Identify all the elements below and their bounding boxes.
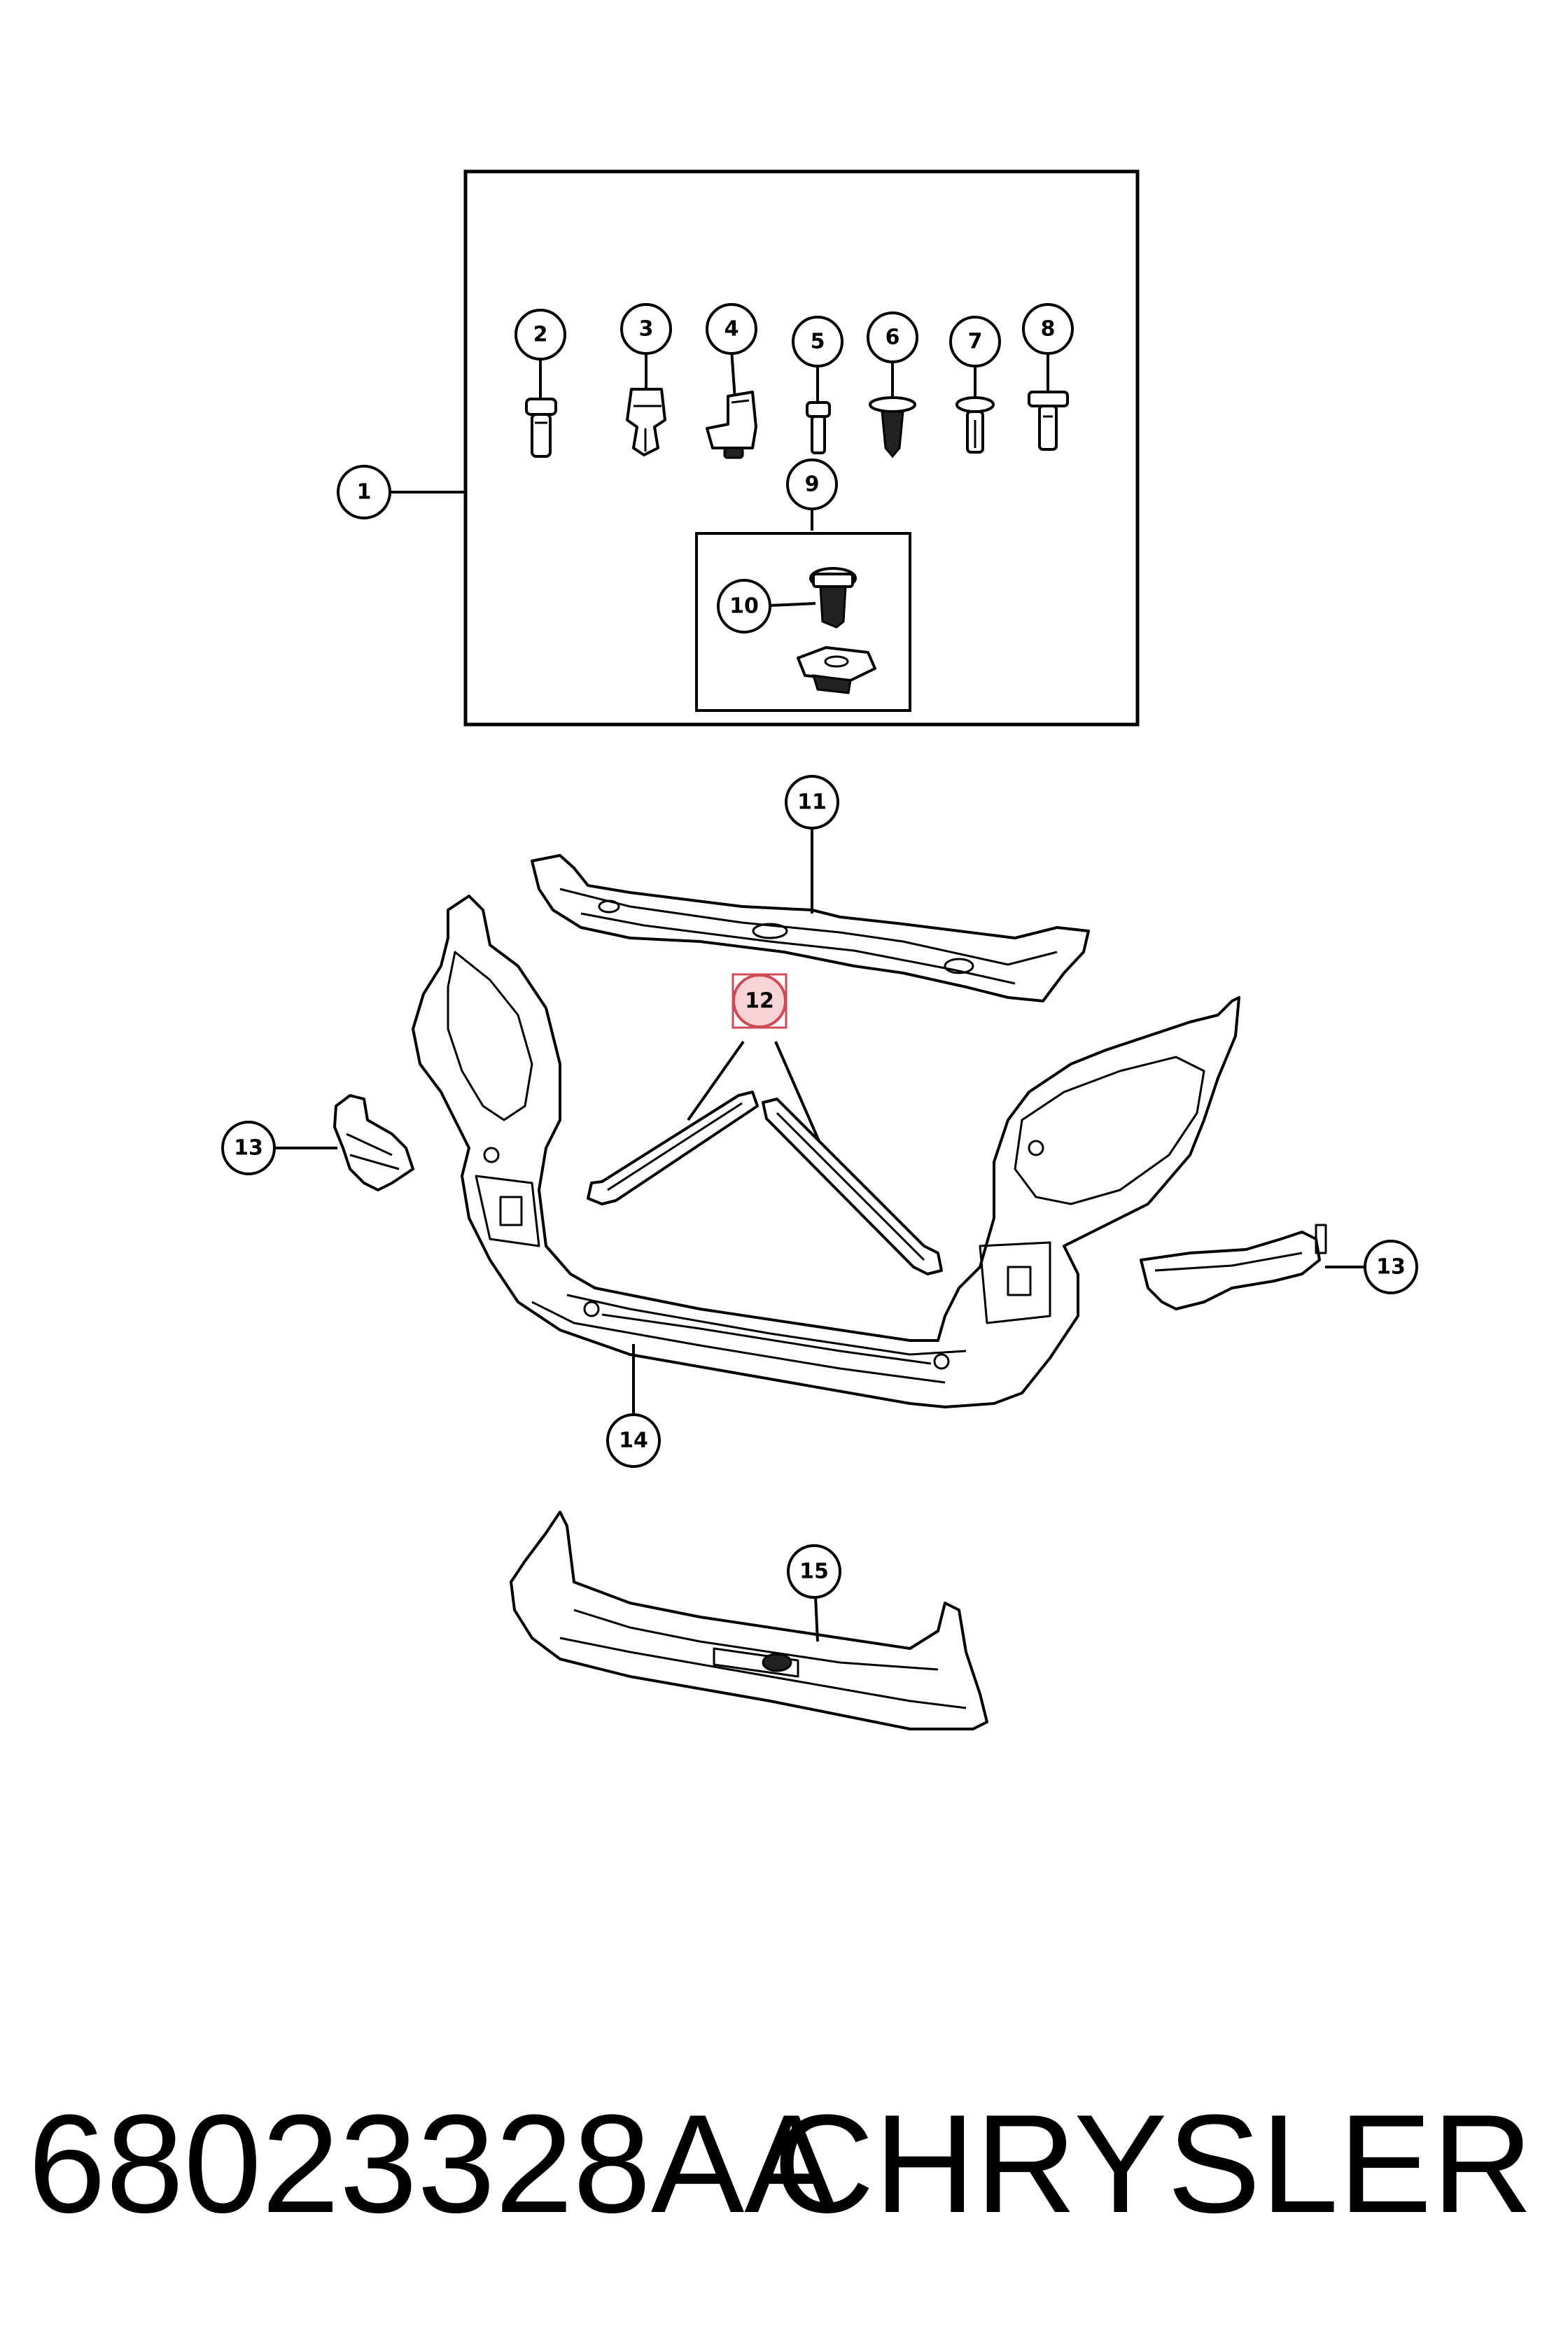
callout-13-right[interactable]: 13 xyxy=(1364,1240,1418,1294)
hardware-kit-box xyxy=(463,169,1140,727)
callout-5[interactable]: 5 xyxy=(792,316,844,368)
callout-14-label: 14 xyxy=(619,1429,648,1453)
callout-7[interactable]: 7 xyxy=(949,316,1001,368)
callout-6[interactable]: 6 xyxy=(867,312,918,363)
callout-8-label: 8 xyxy=(1041,317,1056,342)
cage-nut xyxy=(797,646,876,694)
retainer-clip-3 xyxy=(626,388,666,456)
callout-12-label: 12 xyxy=(745,989,774,1014)
callout-11-label: 11 xyxy=(797,790,827,815)
lower-crossmember-15 xyxy=(510,1511,988,1730)
callout-15[interactable]: 15 xyxy=(787,1544,841,1599)
push-pin-fastener-2 xyxy=(525,398,557,458)
callout-13-right-label: 13 xyxy=(1376,1255,1406,1280)
callout-4[interactable]: 4 xyxy=(706,303,757,355)
bracket-right-13 xyxy=(1140,1224,1327,1310)
callout-8[interactable]: 8 xyxy=(1022,303,1074,355)
callout-12[interactable]: 12 xyxy=(732,973,788,1029)
clip-nut-4 xyxy=(706,391,757,459)
callout-7-label: 7 xyxy=(968,330,983,354)
callout-2-label: 2 xyxy=(533,323,548,347)
callout-14[interactable]: 14 xyxy=(606,1413,661,1468)
callout-10[interactable]: 10 xyxy=(717,579,771,634)
bracket-left-13 xyxy=(333,1094,414,1191)
radiator-support-14 xyxy=(412,895,1240,1408)
callout-10-label: 10 xyxy=(729,594,759,619)
rivet-7 xyxy=(955,396,995,454)
push-rivet-8 xyxy=(1028,391,1069,451)
christmas-tree-fastener-6 xyxy=(869,396,916,458)
screw-10 xyxy=(809,567,857,629)
diagonal-brace-right-12 xyxy=(762,1098,943,1275)
callout-1[interactable]: 1 xyxy=(337,465,391,519)
callout-6-label: 6 xyxy=(886,326,900,350)
upper-crossmember-11 xyxy=(531,854,1090,1002)
callout-15-label: 15 xyxy=(799,1560,829,1584)
callout-3[interactable]: 3 xyxy=(620,303,672,355)
main-leader-lines xyxy=(273,826,1365,1642)
callout-2[interactable]: 2 xyxy=(514,309,566,360)
callout-3-label: 3 xyxy=(639,317,654,342)
diagonal-brace-left-12 xyxy=(587,1091,759,1205)
callout-4-label: 4 xyxy=(724,317,739,342)
callout-9-label: 9 xyxy=(805,472,820,497)
callout-9[interactable]: 9 xyxy=(786,458,838,510)
bolt-5 xyxy=(806,401,831,454)
callout-1-label: 1 xyxy=(357,480,372,505)
part-number: 68023328AA xyxy=(28,2086,838,2242)
brand-name: CHRYSLER xyxy=(773,2086,1533,2242)
callout-13-left-label: 13 xyxy=(234,1136,263,1161)
callout-5-label: 5 xyxy=(811,330,825,354)
kit-leader-lines xyxy=(391,349,1049,607)
callout-13-left[interactable]: 13 xyxy=(221,1121,276,1175)
nut-clip-subkit-box xyxy=(695,532,911,712)
callout-11[interactable]: 11 xyxy=(785,775,839,830)
